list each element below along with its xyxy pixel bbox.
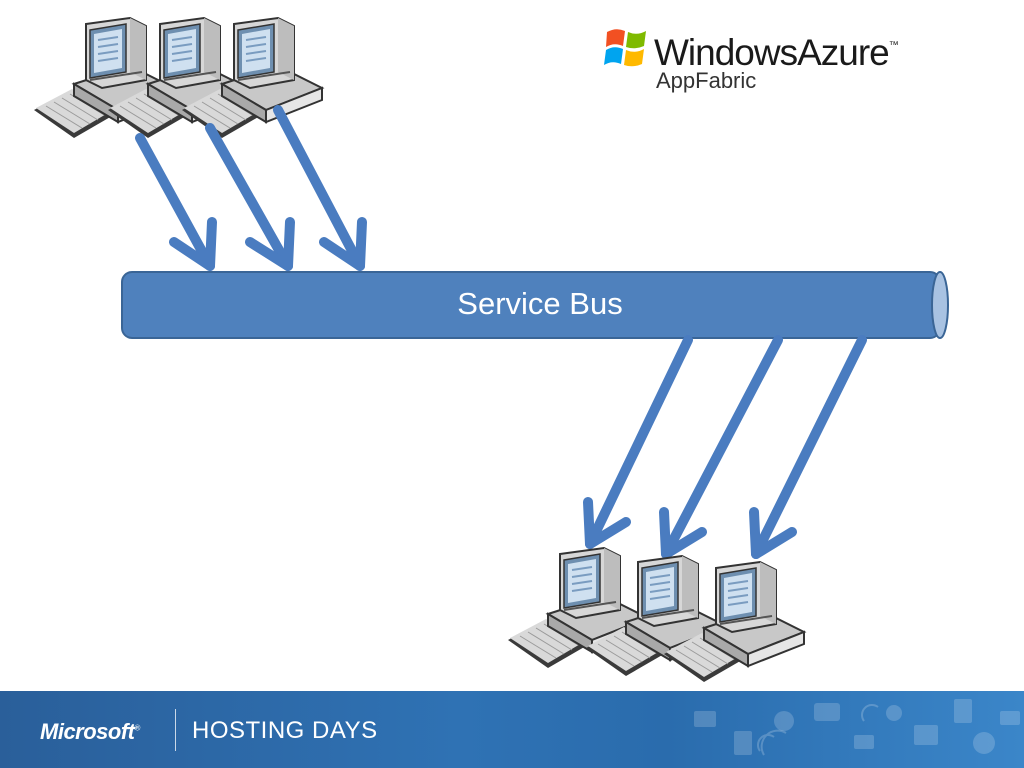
service-bus-pipe (121, 271, 949, 339)
logo-subtitle: AppFabric (656, 68, 757, 93)
arrow (749, 335, 867, 559)
logo-title-windows: Windows (654, 32, 798, 73)
footer-bar: Microsoft® HOSTING DAYS (0, 691, 1024, 768)
bottom-server-group (507, 547, 805, 683)
event-name: HOSTING DAYS (192, 717, 378, 744)
arrow (273, 105, 367, 271)
windows-flag-icon (604, 29, 646, 67)
logo-title-azure: Azure (797, 32, 890, 73)
brand-name: Microsoft (40, 719, 135, 744)
windows-azure-appfabric-logo: WindowsAzure™ AppFabric (600, 20, 900, 100)
arrow (583, 335, 693, 549)
microsoft-logo: Microsoft® (40, 719, 140, 744)
arrow (659, 335, 783, 559)
arrow (205, 123, 295, 271)
arrow (135, 133, 217, 271)
outbound-arrows (583, 335, 867, 559)
footer-divider (175, 709, 176, 751)
service-bus-label: Service Bus (457, 286, 623, 321)
footer-decoration (694, 699, 1020, 756)
inbound-arrows (135, 105, 367, 271)
